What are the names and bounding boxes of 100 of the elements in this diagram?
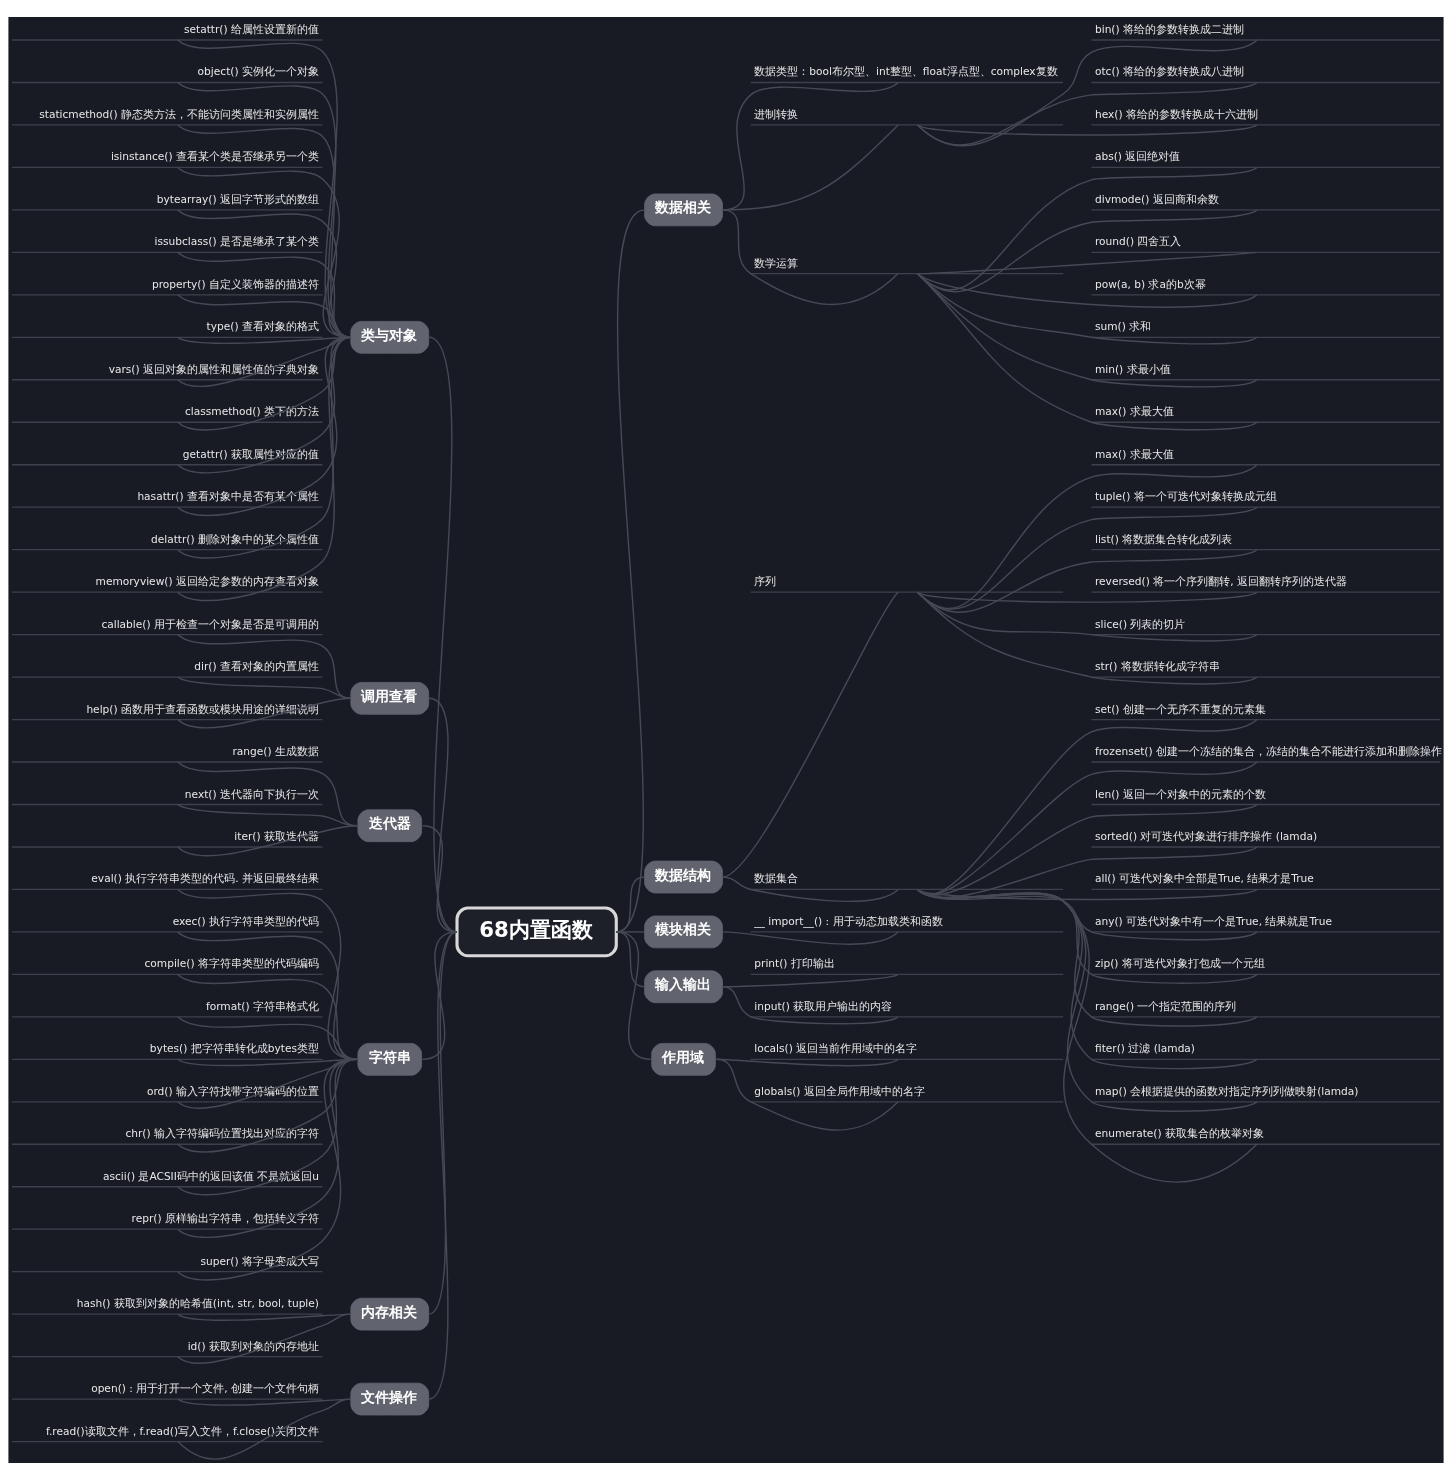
node-text: zip() 将可迭代对象打包成一个元组 — [1094, 956, 1265, 970]
node-text: slice() 列表的切片 — [1094, 617, 1186, 631]
node-box: 字符串 — [357, 1042, 423, 1076]
connector — [177, 824, 358, 856]
connector — [916, 123, 1258, 136]
connector — [715, 1058, 899, 1131]
node-text: print() 打印输出 — [754, 956, 835, 970]
connector — [615, 208, 646, 933]
connector — [615, 930, 652, 1060]
node-text: bytearray() 返回字节形式的数组 — [156, 192, 319, 206]
node-box: 迭代器 — [357, 808, 423, 842]
node-text: property() 自定义装饰器的描述符 — [151, 277, 319, 291]
connector — [916, 38, 1258, 147]
node-text: divmode() 返回商和余数 — [1094, 192, 1219, 206]
node-text: object() 实例化一个对象 — [197, 64, 319, 78]
connector — [177, 633, 352, 699]
node-box: 类与对象 — [350, 320, 430, 354]
node-text: pow(a, b) 求a的b次幂 — [1094, 277, 1206, 291]
node-text: isinstance() 查看某个类是否继承另一个类 — [110, 149, 319, 163]
connector — [916, 463, 1258, 609]
node-text: max() 求最大值 — [1094, 404, 1174, 418]
connector — [721, 985, 899, 1024]
connector — [177, 1312, 352, 1364]
connector — [916, 81, 1258, 146]
node-text: globals() 返回全局作用域中的名字 — [754, 1084, 925, 1098]
node-text: bin() 将给的参数转换成二进制 — [1094, 22, 1245, 36]
node-text: format() 字符串格式化 — [205, 999, 319, 1013]
node-text: sum() 求和 — [1094, 319, 1152, 333]
node-text: round() 四舍五入 — [1094, 234, 1182, 248]
node-text: hash() 获取到对象的哈希值(int, str, bool, tuple) — [76, 1296, 319, 1310]
connector — [916, 272, 1258, 388]
connector — [916, 272, 1258, 430]
node-text: locals() 返回当前作用域中的名字 — [754, 1041, 918, 1055]
node-text: list() 将数据集合转化成列表 — [1094, 532, 1233, 546]
node-box: 作用域 — [651, 1042, 716, 1076]
node-text: set() 创建一个无序不重复的元素集 — [1094, 702, 1266, 716]
node-text: reversed() 将一个序列翻转, 返回翻转序列的迭代器 — [1094, 574, 1347, 588]
node-text: id() 获取到对象的内存地址 — [187, 1339, 319, 1353]
node-box: 内存相关 — [350, 1297, 430, 1330]
node-text: issubclass() 是否是继承了某个类 — [154, 234, 319, 248]
connector — [916, 590, 1258, 685]
node-box: 调用查看 — [350, 681, 430, 715]
node-box: 模块相关 — [644, 915, 723, 948]
node-text: 数据类型：bool布尔型、int整型、float浮点型、complex复数 — [754, 64, 1058, 78]
node-box: 数据结构 — [644, 860, 723, 893]
node-text: 数学运算 — [754, 256, 799, 270]
connector — [177, 1397, 352, 1460]
node-text: exec() 执行字符串类型的代码 — [172, 914, 319, 928]
node-text: sorted() 对可迭代对象进行排序操作 (lamda) — [1094, 829, 1318, 843]
node-box: 文件操作 — [350, 1382, 430, 1415]
node-text: input() 获取用户输出的内容 — [754, 999, 893, 1013]
node-text: all() 可迭代对象中全部是True, 结果才是True — [1094, 871, 1314, 885]
node-text: fiter() 过滤 (lamda) — [1094, 1041, 1196, 1055]
connector — [721, 875, 899, 902]
node-text: map() 会根据提供的函数对指定序列列做映射(lamda) — [1094, 1084, 1359, 1098]
node-text: setattr() 给属性设置新的值 — [183, 22, 319, 36]
node-text: 序列 — [754, 574, 777, 588]
node-box: 68内置函数 — [455, 905, 618, 957]
node-text: 数据集合 — [754, 871, 799, 885]
node-text: next() 迭代器向下执行一次 — [184, 787, 319, 800]
node-text: otc() 将给的参数转换成八进制 — [1094, 64, 1245, 78]
node-text: str() 将数据转化成字符串 — [1094, 659, 1220, 673]
node-text: len() 返回一个对象中的元素的个数 — [1094, 787, 1266, 800]
node-text: abs() 返回绝对值 — [1094, 149, 1181, 163]
connector — [916, 888, 1258, 1183]
node-text: any() 可迭代对象中有一个是True, 结果就是True — [1094, 914, 1332, 928]
node-box: 输入输出 — [644, 969, 723, 1003]
connector — [177, 1058, 358, 1281]
connector — [721, 208, 899, 305]
node-text: open() : 用于打开一个文件, 创建一个文件句柄 — [91, 1381, 319, 1395]
node-text: range() 生成数据 — [232, 744, 319, 758]
node-text: bytes() 把字符串转化成bytes类型 — [149, 1041, 319, 1055]
node-text: __ import__() : 用于动态加载类和函数 — [754, 914, 943, 928]
node-text: callable() 用于检查一个对象是否是可调用的 — [101, 617, 319, 631]
node-text: range() 一个指定范围的序列 — [1094, 999, 1237, 1013]
connector — [916, 166, 1258, 291]
node-text: tuple() 将一个可迭代对象转换成元组 — [1094, 489, 1277, 503]
node-text: min() 求最小值 — [1094, 362, 1171, 376]
node-text: staticmethod() 静态类方法，不能访问类属性和实例属性 — [39, 107, 319, 121]
node-text: getattr() 获取属性对应的值 — [182, 447, 319, 461]
node-text: max() 求最大值 — [1094, 447, 1174, 461]
connector — [428, 930, 458, 1400]
node-box: 数据相关 — [644, 193, 723, 226]
connector — [177, 1312, 352, 1321]
connector — [916, 208, 1258, 292]
node-text: hex() 将给的参数转换成十六进制 — [1094, 107, 1258, 121]
connector — [916, 506, 1258, 609]
node-text: eval() 执行字符串类型的代码. 并返回最终结果 — [91, 871, 319, 885]
connector — [177, 675, 352, 699]
node-text: f.read()读取文件，f.read()写入文件，f.close()关闭文件 — [46, 1424, 319, 1438]
node-text: compile() 将字符串类型的代码编码 — [144, 956, 319, 970]
node-text: 进制转换 — [754, 107, 799, 121]
connector — [721, 930, 899, 945]
connector — [916, 251, 1258, 274]
connector — [721, 590, 899, 878]
connector — [916, 590, 1258, 642]
node-text: frozenset() 创建一个冻结的集合，冻结的集合不能进行添加和删除操作 — [1094, 744, 1443, 758]
node-text: dir() 查看对象的内置属性 — [194, 659, 319, 673]
connector — [177, 1397, 352, 1406]
connector — [916, 548, 1258, 613]
